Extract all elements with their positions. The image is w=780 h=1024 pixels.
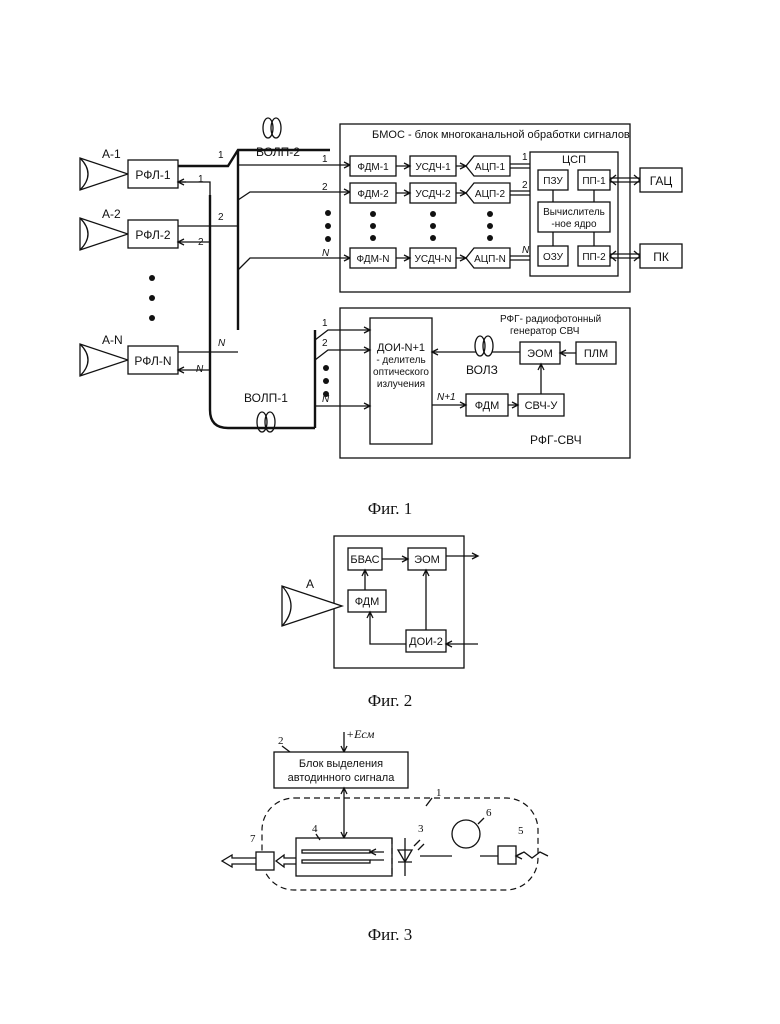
fiber-coil-icon — [452, 820, 480, 848]
fig3-caption: Фиг. 3 — [368, 925, 413, 944]
antenna-2-label: А-2 — [102, 207, 121, 221]
label-6: 6 — [486, 807, 492, 819]
antenna-2: А-2 — [80, 207, 128, 250]
csp-title: ЦСП — [562, 154, 586, 166]
antenna-1-label: А-1 — [102, 147, 121, 161]
svg-text:2: 2 — [218, 212, 224, 223]
fig2-antenna-label: А — [306, 577, 314, 591]
svg-text:СВЧ-У: СВЧ-У — [525, 400, 559, 412]
svg-text:2: 2 — [522, 180, 528, 191]
label-3: 3 — [418, 823, 424, 835]
rfl-n-label: РФЛ-N — [134, 354, 171, 368]
svg-text:УСДЧ-2: УСДЧ-2 — [415, 189, 451, 200]
svg-text:N: N — [218, 338, 226, 349]
svg-text:- делитель: - делитель — [376, 355, 425, 366]
antenna-ellipsis — [149, 275, 155, 321]
label-5: 5 — [518, 825, 524, 837]
volp2-label: ВОЛП-2 — [256, 145, 300, 159]
svg-text:излучения: излучения — [377, 379, 425, 390]
svg-text:1: 1 — [198, 174, 204, 185]
rfl-1-label: РФЛ-1 — [135, 168, 170, 182]
rfg-svch-label: РФГ-СВЧ — [530, 433, 582, 447]
volp2-coil-icon — [263, 118, 281, 138]
volz-coil-icon — [475, 336, 493, 356]
svg-text:1: 1 — [218, 150, 224, 161]
rfg-title-1: РФГ- радиофотонный — [500, 313, 601, 325]
svg-text:N: N — [522, 245, 530, 256]
rfl-2-label: РФЛ-2 — [135, 228, 170, 242]
svg-text:ФДМ: ФДМ — [355, 596, 380, 608]
element-4 — [296, 838, 392, 876]
svg-text:2: 2 — [322, 338, 328, 349]
svg-text:ПЗУ: ПЗУ — [543, 176, 563, 187]
element-5 — [498, 846, 516, 864]
figure-2: А БВАС ЭОМ ФДМ ДОИ-2 Фиг. 2 — [282, 536, 478, 710]
figure-1: А-1 А-2 А-N РФЛ-1 РФЛ-2 РФЛ-N — [80, 118, 682, 518]
svg-text:ЭОМ: ЭОМ — [527, 348, 553, 360]
svg-text:ПП-2: ПП-2 — [582, 252, 606, 263]
svg-text:ГАЦ: ГАЦ — [650, 174, 673, 188]
bias-label: +Eсм — [346, 727, 375, 741]
svg-text:ФДМ-N: ФДМ-N — [357, 254, 390, 265]
svg-text:Блок выделения: Блок выделения — [299, 758, 383, 770]
svg-text:1: 1 — [322, 318, 328, 329]
svg-text:УСДЧ-1: УСДЧ-1 — [415, 162, 451, 173]
label-4: 4 — [312, 823, 318, 835]
figure-3: +Eсм Блок выделения автодинного сигнала … — [222, 727, 548, 944]
fig1-caption: Фиг. 1 — [368, 499, 413, 518]
antenna-1: А-1 — [80, 147, 128, 190]
svg-text:ЭОМ: ЭОМ — [414, 554, 440, 566]
svg-text:-ное ядро: -ное ядро — [551, 219, 597, 230]
volz-label: ВОЛЗ — [466, 363, 498, 377]
element-7 — [256, 852, 274, 870]
label-2: 2 — [278, 735, 284, 747]
svg-text:ПК: ПК — [653, 250, 669, 264]
output-arrow-icon — [222, 855, 256, 867]
svg-text:ДОИ-N+1: ДОИ-N+1 — [377, 342, 425, 354]
arrow-to-7-icon — [276, 855, 296, 867]
svg-text:2: 2 — [198, 237, 204, 248]
svg-text:АЦП-2: АЦП-2 — [475, 189, 506, 200]
svg-text:АЦП-1: АЦП-1 — [475, 162, 506, 173]
antenna-n-label: А-N — [102, 333, 123, 347]
antenna-n: А-N — [80, 333, 128, 376]
svg-text:автодинного сигнала: автодинного сигнала — [288, 772, 396, 784]
svg-text:ФДМ-1: ФДМ-1 — [357, 162, 389, 173]
svg-text:N: N — [322, 248, 330, 259]
fiber-volp2-top — [178, 150, 330, 166]
channel-ellipsis-blocks — [370, 211, 493, 241]
svg-text:1: 1 — [322, 154, 328, 165]
svg-text:ПП-1: ПП-1 — [582, 176, 606, 187]
svg-text:ФДМ-2: ФДМ-2 — [357, 189, 389, 200]
svg-text:оптического: оптического — [373, 367, 429, 378]
rfg-title-2: генератор СВЧ — [510, 326, 579, 337]
svg-text:ПЛМ: ПЛМ — [584, 348, 608, 360]
channel-ellipsis-doi — [323, 365, 329, 397]
svg-text:Вычислитель: Вычислитель — [543, 207, 605, 218]
svg-text:2: 2 — [322, 182, 328, 193]
svg-text:БВАС: БВАС — [350, 554, 379, 566]
svg-text:N+1: N+1 — [437, 392, 456, 403]
svg-text:ДОИ-2: ДОИ-2 — [409, 636, 443, 648]
svg-text:ФДМ: ФДМ — [475, 400, 500, 412]
svg-text:УСДЧ-N: УСДЧ-N — [414, 254, 451, 265]
fig2-caption: Фиг. 2 — [368, 691, 413, 710]
svg-text:1: 1 — [522, 152, 528, 163]
svg-text:N: N — [196, 364, 204, 375]
label-7: 7 — [250, 833, 256, 845]
label-1: 1 — [436, 787, 442, 799]
volp1-label: ВОЛП-1 — [244, 391, 288, 405]
bmos-title: БМОС - блок многоканальной обработки сиг… — [372, 129, 630, 141]
svg-text:АЦП-N: АЦП-N — [474, 254, 506, 265]
channel-ellipsis-in — [325, 210, 331, 242]
svg-text:ОЗУ: ОЗУ — [543, 252, 564, 263]
